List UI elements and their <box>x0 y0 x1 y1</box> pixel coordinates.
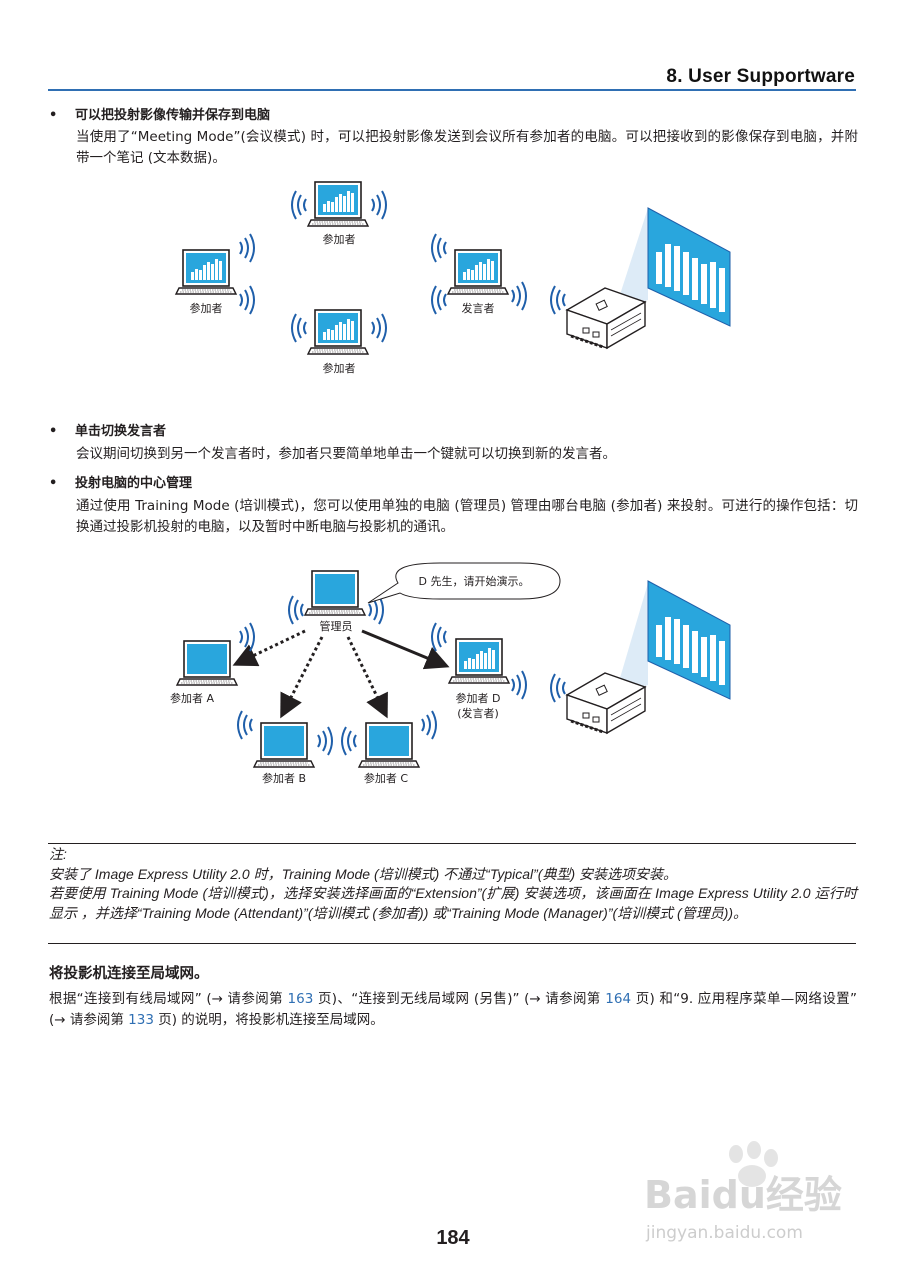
lan-text-3: 页) 和“9. 应用程序菜单—网络设置” (→ 请参阅第 <box>49 991 857 1028</box>
header-rule <box>48 89 856 91</box>
label-attendee-b: 参加者 B <box>262 771 306 785</box>
lan-text-1: 根据“连接到有线局域网” (→ 请参阅第 <box>49 991 288 1007</box>
label-center-attendee: 参加者 <box>323 361 356 375</box>
bullet-heading-1: • 可以把投射影像传输并保存到电脑 <box>49 104 270 123</box>
paragraph-meeting-mode: 当使用了“Meeting Mode”(会议模式) 时，可以把投射影像发送到会议所… <box>76 129 858 166</box>
arrow-icon <box>232 629 306 667</box>
baidu-watermark: Baidu经验 jingyan.baidu.com <box>644 1141 842 1243</box>
bullet-dot: • <box>49 424 58 439</box>
paragraph-training-mode: 通过使用 Training Mode (培训模式)，您可以使用单独的电脑 (管理… <box>76 498 858 535</box>
note-bottom-rule <box>48 943 856 944</box>
lan-text-2: 页)、“连接到无线局域网 (另售)” (→ 请参阅第 <box>313 991 606 1007</box>
heading-transfer-images: 可以把投射影像传输并保存到电脑 <box>75 108 271 123</box>
watermark-url: jingyan.baidu.com <box>645 1223 803 1243</box>
laptop-icon <box>176 640 238 686</box>
wireless-waves-icon <box>237 710 253 740</box>
projection-screen-icon <box>647 580 731 700</box>
laptop-icon <box>253 722 315 768</box>
label-presenter: 发言者 <box>462 301 495 315</box>
note-block: 注: 安装了 Image Express Utility 2.0 时，Train… <box>49 845 857 923</box>
wireless-waves-icon <box>239 622 255 652</box>
laptop-icon <box>307 309 369 355</box>
wireless-waves-icon <box>431 285 447 315</box>
meeting-mode-diagram: 参加者 参加者 参加者 发言者 <box>175 181 731 375</box>
wireless-waves-icon <box>239 285 255 315</box>
laptop-icon <box>448 638 510 684</box>
label-admin: 管理员 <box>320 619 353 633</box>
laptop-icon <box>358 722 420 768</box>
wireless-waves-icon <box>317 726 333 756</box>
wireless-waves-icon <box>291 190 307 220</box>
label-attendee-d: 参加者 D <box>456 691 501 705</box>
laptop-icon <box>307 181 369 227</box>
wireless-waves-icon <box>431 622 447 652</box>
wireless-waves-icon <box>550 673 566 703</box>
page-link-133[interactable]: 133 <box>128 1012 154 1028</box>
wireless-waves-icon <box>239 233 255 263</box>
projection-beam <box>615 583 648 695</box>
arrow-icon <box>280 636 324 719</box>
heading-connect-lan: 将投影机连接至局域网。 <box>49 966 209 982</box>
label-attendee-a: 参加者 A <box>170 691 214 705</box>
wireless-waves-icon <box>511 670 527 700</box>
page-link-163[interactable]: 163 <box>287 991 314 1007</box>
label-attendee-d-role: (发言者) <box>457 706 499 720</box>
training-mode-diagram: 管理员 D 先生，请开始演示。 参加者 A 参加者 B 参加者 C 参加者 D … <box>170 562 731 785</box>
laptop-icon <box>175 249 237 295</box>
arrow-icon <box>346 636 388 719</box>
speech-text: D 先生，请开始演示。 <box>419 574 530 588</box>
wireless-waves-icon <box>341 726 357 756</box>
arrow-icon <box>361 629 450 670</box>
watermark-brand: Baidu经验 <box>644 1173 842 1217</box>
projection-screen-icon <box>647 207 731 327</box>
laptop-icon <box>304 570 366 616</box>
note-line-2: 若要使用 Training Mode (培训模式)，选择安装选择画面的“Exte… <box>49 885 857 921</box>
page-link-164[interactable]: 164 <box>605 991 632 1007</box>
lan-text-4: 页) 的说明，将投影机连接至局域网。 <box>153 1012 384 1028</box>
bullet-dot: • <box>49 476 58 491</box>
label-attendee-c: 参加者 C <box>364 771 408 785</box>
heading-switch-presenter: 单击切换发言者 <box>75 424 167 439</box>
wireless-waves-icon <box>421 710 437 740</box>
bullet-heading-2: • 单击切换发言者 <box>49 420 166 439</box>
note-line-1: 安装了 Image Express Utility 2.0 时，Training… <box>49 865 678 882</box>
page-number: 184 <box>436 1227 470 1249</box>
paragraph-connect-lan: 根据“连接到有线局域网” (→ 请参阅第 163 页)、“连接到无线局域网 (另… <box>49 989 857 1031</box>
paragraph-switch-presenter: 会议期间切换到另一个发言者时，参加者只要简单地单击一个键就可以切换到新的发言者。 <box>76 446 616 462</box>
note-top-rule <box>48 843 856 844</box>
wireless-waves-icon <box>371 190 387 220</box>
page-header-title: 8. User Supportware <box>666 66 855 87</box>
wireless-waves-icon <box>288 595 304 625</box>
note-title: 注: <box>49 846 67 862</box>
label-top-attendee: 参加者 <box>323 232 356 246</box>
laptop-icon <box>447 249 509 295</box>
wireless-waves-icon <box>431 233 447 263</box>
wireless-waves-icon <box>550 285 566 315</box>
wireless-waves-icon <box>511 281 527 311</box>
bullet-dot: • <box>49 108 58 123</box>
wireless-waves-icon <box>371 313 387 343</box>
speech-bubble-icon <box>367 562 561 604</box>
paw-icon <box>729 1141 778 1187</box>
heading-central-management: 投射电脑的中心管理 <box>75 476 193 491</box>
projection-beam <box>615 208 648 310</box>
wireless-waves-icon <box>291 313 307 343</box>
bullet-heading-3: • 投射电脑的中心管理 <box>49 472 192 491</box>
label-left-attendee: 参加者 <box>190 301 223 315</box>
